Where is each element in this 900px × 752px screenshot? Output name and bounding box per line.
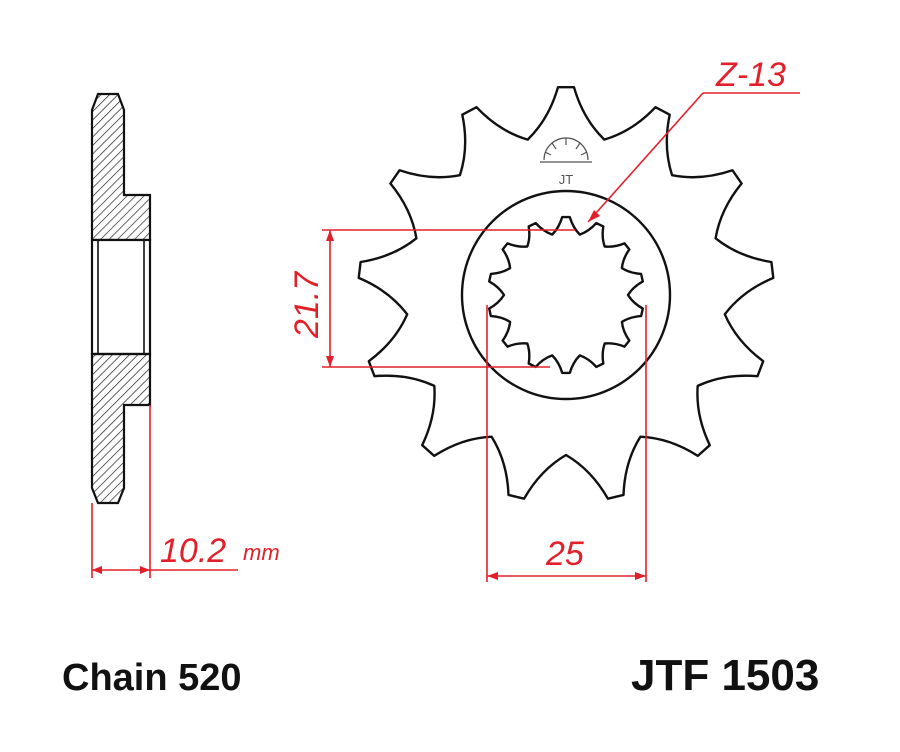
width-dimension: 25 — [486, 305, 647, 582]
thickness-unit: mm — [243, 540, 280, 565]
chain-label: Chain 520 — [62, 657, 242, 699]
side-profile-upper-section — [90, 92, 152, 242]
jt-logo-icon: JT — [540, 137, 592, 187]
thickness-value: 10.2 — [160, 532, 226, 570]
thickness-dimension: 10.2 mm — [91, 405, 280, 578]
tooth-count-leader: Z-13 — [587, 56, 800, 223]
tooth-count-label: Z-13 — [715, 56, 786, 94]
side-profile-bore — [90, 238, 152, 356]
part-number: JTF 1503 — [631, 651, 819, 700]
side-profile-view — [90, 92, 152, 505]
sprocket-front-view: JT — [357, 86, 775, 500]
spline-bore — [488, 215, 644, 375]
height-value: 21.7 — [288, 271, 326, 339]
side-profile-lower-section — [90, 352, 152, 505]
height-dimension: 21.7 — [288, 229, 575, 368]
jt-logo-text: JT — [559, 172, 574, 187]
width-value: 25 — [545, 535, 584, 573]
